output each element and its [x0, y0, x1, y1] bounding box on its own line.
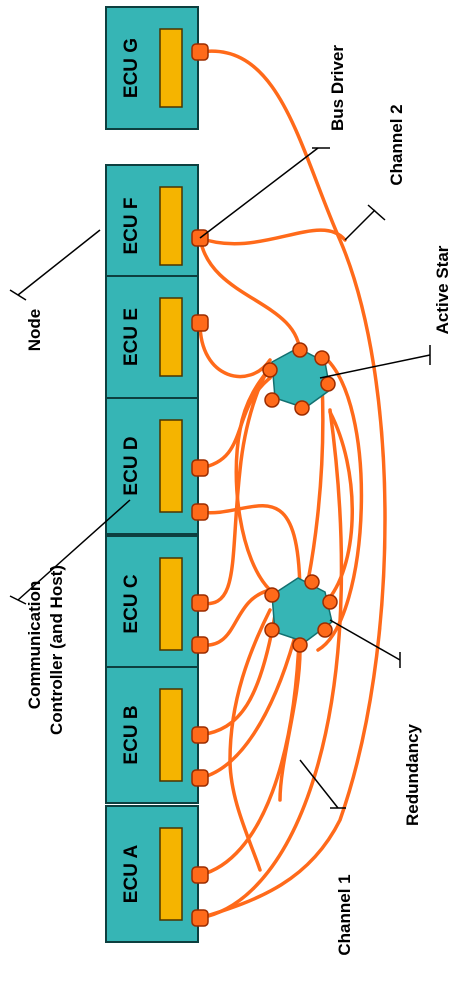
ecu-e-controller	[159, 297, 183, 377]
ecu-d-label: ECU D	[121, 436, 142, 495]
active-star-lower	[264, 574, 338, 653]
ecu-g-bus-driver-1	[191, 43, 209, 61]
ecu-c-controller	[159, 557, 183, 651]
ecu-d-bus-driver-2	[191, 503, 209, 521]
ecu-b-controller	[159, 688, 183, 782]
ecu-d-box	[105, 397, 199, 535]
ecu-f-label: ECU F	[121, 198, 142, 255]
ecu-a-label: ECU A	[121, 845, 142, 904]
ecu-group: ECU G ECU F ECU E ECU D ECU C ECU B ECU A	[105, 6, 209, 943]
ecu-a-bus-driver-1	[191, 866, 209, 884]
ecu-d-bus-driver-1	[191, 459, 209, 477]
channel2-bus-wire	[198, 49, 387, 920]
ecu-f-box	[105, 164, 199, 288]
ecu-f-wire	[198, 236, 302, 357]
ecu-f-channel2-wire	[198, 228, 347, 246]
star-link-wire-3	[316, 353, 364, 652]
ecu-g-node: ECU G	[105, 6, 209, 130]
ecu-c-bus-driver-1	[191, 594, 209, 612]
ecu-e-node: ECU E	[105, 275, 209, 399]
ecu-g-controller	[159, 28, 183, 108]
star-link-wire-5	[278, 648, 302, 802]
ecu-g-box	[105, 6, 199, 130]
label-redundancy: Redundancy	[403, 723, 422, 826]
ecu-c-wire-1	[198, 366, 272, 606]
wires	[198, 49, 387, 920]
label-channel1: Channel 1	[335, 874, 354, 955]
ecu-b-node: ECU B	[105, 666, 209, 804]
ecu-b-box	[105, 666, 199, 804]
ecu-e-box	[105, 275, 199, 399]
label-communication: Communication	[25, 581, 44, 709]
label-node: Node	[25, 309, 44, 352]
ecu-g-label: ECU G	[121, 38, 142, 98]
star-link-wire-2	[326, 410, 354, 602]
ecu-f-node: ECU F	[105, 164, 209, 288]
label-controller-host: Controller (and Host)	[47, 565, 66, 735]
ecu-e-wire	[198, 321, 272, 379]
ecu-a-node: ECU A	[105, 805, 209, 943]
ecu-c-label: ECU C	[121, 574, 142, 633]
ecu-c-box	[105, 535, 199, 673]
ecu-a-bus-driver-2	[191, 909, 209, 927]
ecu-f-controller	[159, 186, 183, 266]
ecu-a-controller	[159, 827, 183, 921]
leader-lines	[9, 147, 431, 809]
ecu-a-wire-1	[198, 596, 302, 877]
ecu-b-label: ECU B	[121, 705, 142, 764]
ecu-c-node: ECU C	[105, 535, 209, 673]
star-link-wire-1	[234, 366, 272, 592]
label-bus-driver: Bus Driver	[328, 45, 347, 131]
ecu-e-bus-driver-1	[191, 314, 209, 332]
ecu-d-node: ECU D	[105, 397, 209, 535]
ecu-a-box	[105, 805, 199, 943]
ecu-c-bus-driver-2	[191, 636, 209, 654]
star-link-wire-4	[228, 608, 272, 872]
ecu-a-wire-2	[198, 408, 344, 920]
ecu-b-wire-1	[198, 613, 277, 737]
ecu-b-bus-driver-1	[191, 726, 209, 744]
ecu-b-bus-driver-2	[191, 769, 209, 787]
label-channel2: Channel 2	[387, 104, 406, 185]
ecu-d-wire-2	[198, 504, 302, 600]
ecu-c-wire-2	[198, 588, 272, 647]
label-active-star: Active Star	[433, 245, 452, 334]
active-star-upper	[262, 342, 336, 416]
ecu-e-label: ECU E	[121, 308, 142, 366]
ecu-d-controller	[159, 419, 183, 513]
